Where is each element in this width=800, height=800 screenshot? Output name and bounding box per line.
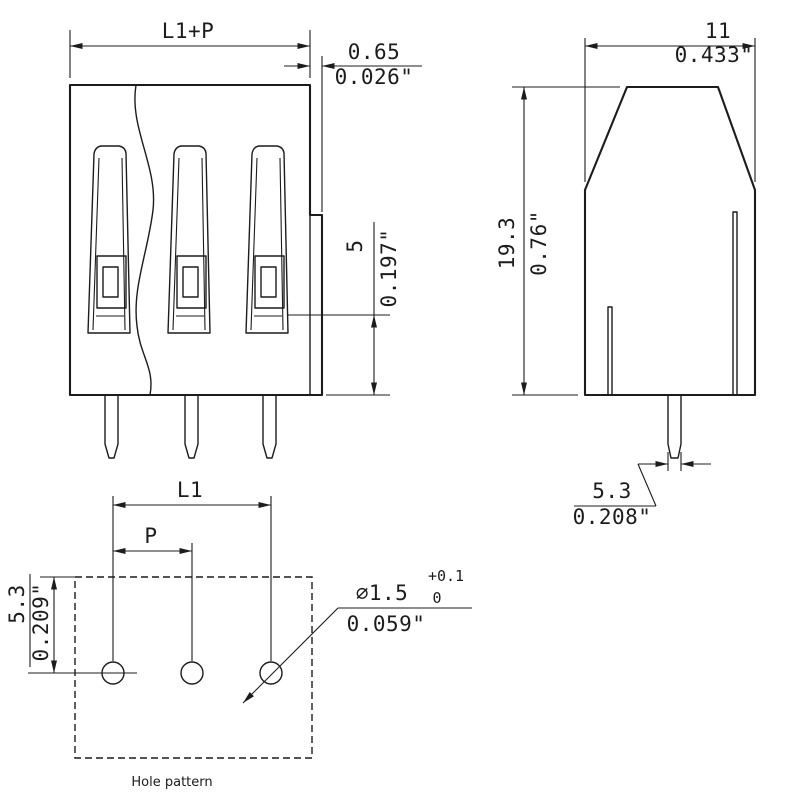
dim-offset: 0.65 0.026" xyxy=(284,40,422,212)
lever-outline xyxy=(167,145,211,334)
side-slot-right xyxy=(732,211,738,395)
hole-3 xyxy=(259,661,283,685)
dim-side-height-mm: 19.3 xyxy=(495,217,519,270)
dim-hole-p: P xyxy=(113,524,193,661)
dim-l1p-label: L1+P xyxy=(162,19,215,43)
hole-diameter-mm: ⌀1.5 xyxy=(356,581,409,605)
wire-window xyxy=(96,255,127,309)
wire-window xyxy=(176,255,207,309)
pcb-outline-dashed xyxy=(74,576,313,759)
lever-inner-left xyxy=(250,157,258,331)
clamp-screw xyxy=(260,266,277,298)
side-view: 11 0.433" 19.3 0.76" 5.3 0.208" xyxy=(495,19,757,529)
hole-pattern-view: L1 P 5.3 0.209" ⌀1.5 +0.1 0 0.059" Hole … xyxy=(5,478,472,790)
clamp-screw xyxy=(102,266,119,298)
hole-tolerance-minus: 0 xyxy=(432,589,441,607)
clamp-pole-1 xyxy=(87,145,131,334)
dim-side-height: 19.3 0.76" xyxy=(495,86,620,396)
lever-outline xyxy=(87,145,131,334)
solder-pin-3 xyxy=(262,394,277,459)
wire-window xyxy=(254,255,285,309)
dim-side-pin-mm: 5.3 xyxy=(592,479,631,503)
dim-hole-edge: 5.3 0.209" xyxy=(5,574,79,673)
solder-pin-1 xyxy=(104,394,119,459)
dim-side-width-inch: 0.433" xyxy=(675,43,754,67)
dim-clamp-inch: 0.197" xyxy=(377,229,401,308)
clamp-screw xyxy=(182,266,199,298)
side-body-outline xyxy=(583,85,757,397)
hole-2 xyxy=(180,661,204,685)
lever-inner-right xyxy=(201,157,206,331)
dim-clamp-height: 5 0.197" xyxy=(288,222,401,396)
dim-hole-edge-inch: 0.209" xyxy=(29,583,53,662)
dim-side-pin-inch: 0.208" xyxy=(573,505,652,529)
lever-inner-left xyxy=(172,157,180,331)
hole-tolerance-plus: +0.1 xyxy=(428,567,464,585)
dim-clamp-mm: 5 xyxy=(343,239,367,252)
solder-pin-2 xyxy=(184,394,199,459)
hole-pattern-caption: Hole pattern xyxy=(131,775,212,790)
lever-inner-right xyxy=(121,157,126,331)
leader-line xyxy=(637,463,657,507)
dim-offset-inch: 0.026" xyxy=(335,65,414,89)
dim-hole-edge-mm: 5.3 xyxy=(5,584,29,623)
lever-inner-right xyxy=(279,157,284,331)
dim-hole-l1-label: L1 xyxy=(177,478,203,502)
dim-hole-p-label: P xyxy=(144,524,157,548)
leader-line xyxy=(242,607,339,704)
dim-side-width-mm: 11 xyxy=(705,19,731,43)
dim-l1p: L1+P xyxy=(69,19,311,78)
dim-offset-mm: 0.65 xyxy=(348,40,401,64)
side-solder-pin xyxy=(667,394,682,459)
dim-hole-l1: L1 xyxy=(112,478,272,661)
lever-outline xyxy=(245,145,289,334)
hole-diameter-inch: 0.059" xyxy=(347,612,426,636)
dim-side-pin: 5.3 0.208" xyxy=(573,452,711,529)
clamp-pole-3 xyxy=(245,145,289,334)
clamp-pole-2 xyxy=(167,145,211,334)
front-view: L1+P 0.65 0.026" 5 0.197" xyxy=(68,19,422,459)
front-body-outline xyxy=(68,83,324,397)
dim-side-height-inch: 0.76" xyxy=(527,210,551,276)
dim-side-width: 11 0.433" xyxy=(584,19,756,182)
lever-inner-left xyxy=(92,157,100,331)
side-slot-left xyxy=(607,306,613,395)
break-line xyxy=(134,84,155,396)
dim-hole-diameter: ⌀1.5 +0.1 0 0.059" xyxy=(242,567,472,704)
